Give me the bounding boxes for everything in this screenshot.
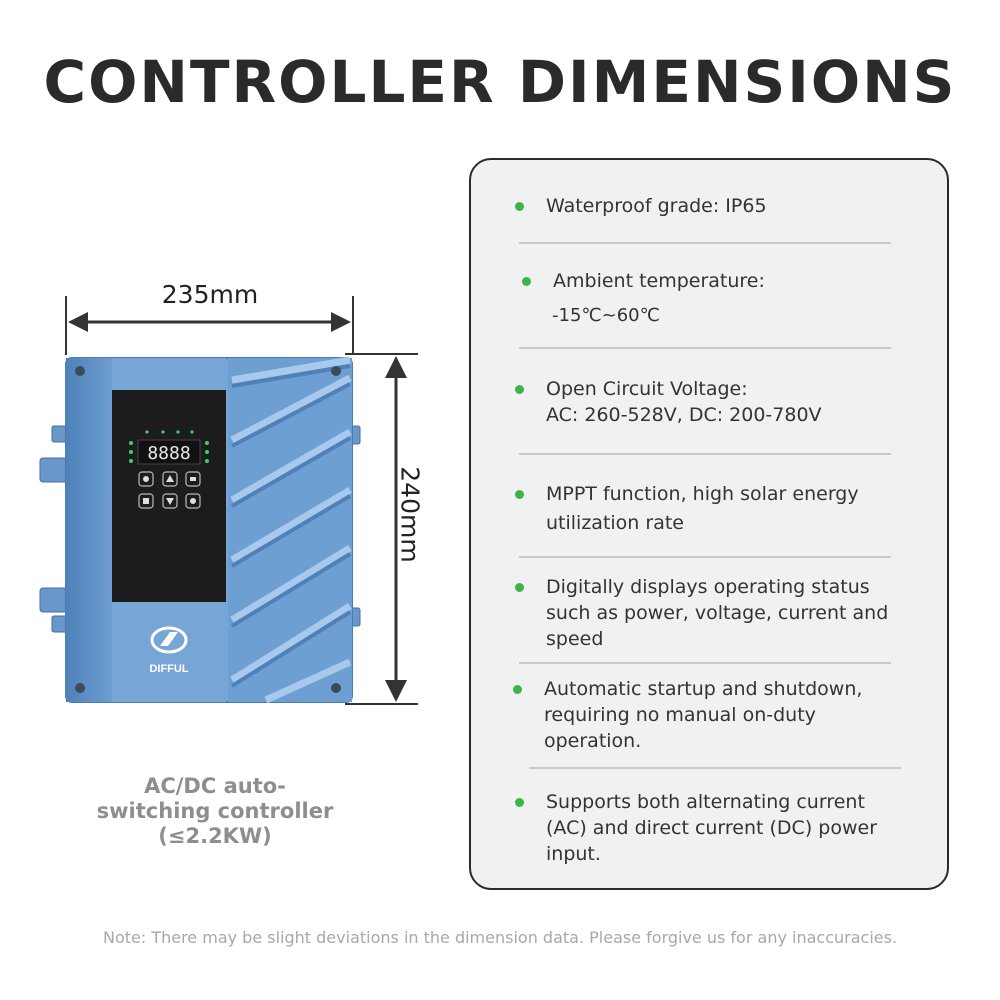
digital-display: 8888 <box>147 443 190 464</box>
heatsink-fins <box>228 356 352 704</box>
width-dimension-line <box>65 296 354 355</box>
spec-item-open-circuit-voltage: Open Circuit Voltage: AC: 260-528V, DC: … <box>515 376 915 428</box>
spec-text: such as power, voltage, current and <box>546 602 889 624</box>
spec-text: AC: 260-528V, DC: 200-780V <box>546 404 822 426</box>
height-dimension-label: 240mm <box>395 466 425 563</box>
spec-item-digital-display: Digitally displays operating status such… <box>515 574 915 652</box>
page-title: CONTROLLER DIMENSIONS <box>43 48 957 116</box>
spec-item-ambient-temperature: Ambient temperature: -15℃~60℃ <box>522 268 922 329</box>
caption-line: AC/DC auto- <box>144 774 286 798</box>
spec-item-waterproof: Waterproof grade: IP65 <box>515 193 915 219</box>
spec-text: operation. <box>544 730 642 752</box>
spec-text: speed <box>546 628 604 650</box>
spec-item-mppt: MPPT function, high solar energy utiliza… <box>515 481 915 536</box>
height-dimension-line <box>345 353 418 705</box>
spec-text: MPPT function, high solar energy <box>546 483 859 505</box>
brand-logo: DIFFUL <box>149 626 189 675</box>
divider <box>519 556 891 558</box>
caption-line: switching controller <box>96 799 334 823</box>
divider <box>519 242 891 244</box>
screws <box>75 366 341 693</box>
control-panel: 8888 <box>112 390 226 602</box>
spec-text: requiring no manual on-duty <box>544 704 816 726</box>
bullet-icon <box>522 277 531 286</box>
product-caption: AC/DC auto- switching controller (≤2.2KW… <box>60 774 370 849</box>
spec-text: Ambient temperature: <box>553 270 765 292</box>
bullet-icon <box>515 490 524 499</box>
spec-text: input. <box>546 843 601 865</box>
width-dimension-label: 235mm <box>161 280 259 309</box>
svg-text:DIFFUL: DIFFUL <box>149 663 188 675</box>
divider <box>519 453 891 455</box>
divider <box>529 767 901 769</box>
disclaimer-note: Note: There may be slight deviations in … <box>102 928 898 947</box>
bullet-icon <box>515 583 524 592</box>
spec-text: Digitally displays operating status <box>546 576 870 598</box>
bullet-icon <box>515 798 524 807</box>
spec-text: Waterproof grade: IP65 <box>546 195 767 217</box>
spec-subtext: -15℃~60℃ <box>552 305 660 326</box>
spec-item-auto-startup: Automatic startup and shutdown, requirin… <box>513 676 913 754</box>
spec-card: Waterproof grade: IP65 Ambient temperatu… <box>469 158 949 890</box>
caption-line: (≤2.2KW) <box>158 824 272 848</box>
spec-text: Automatic startup and shutdown, <box>544 678 863 700</box>
bullet-icon <box>515 202 524 211</box>
spec-item-ac-dc-input: Supports both alternating current (AC) a… <box>515 789 915 867</box>
spec-text: Supports both alternating current <box>546 791 865 813</box>
bullet-icon <box>515 385 524 394</box>
controller-illustration: 8888 DIFFUL <box>39 296 418 705</box>
bullet-icon <box>513 685 522 694</box>
divider <box>519 662 891 664</box>
divider <box>519 347 891 349</box>
spec-text: (AC) and direct current (DC) power <box>546 817 878 839</box>
spec-text: Open Circuit Voltage: <box>546 378 748 400</box>
spec-text: utilization rate <box>546 512 684 534</box>
